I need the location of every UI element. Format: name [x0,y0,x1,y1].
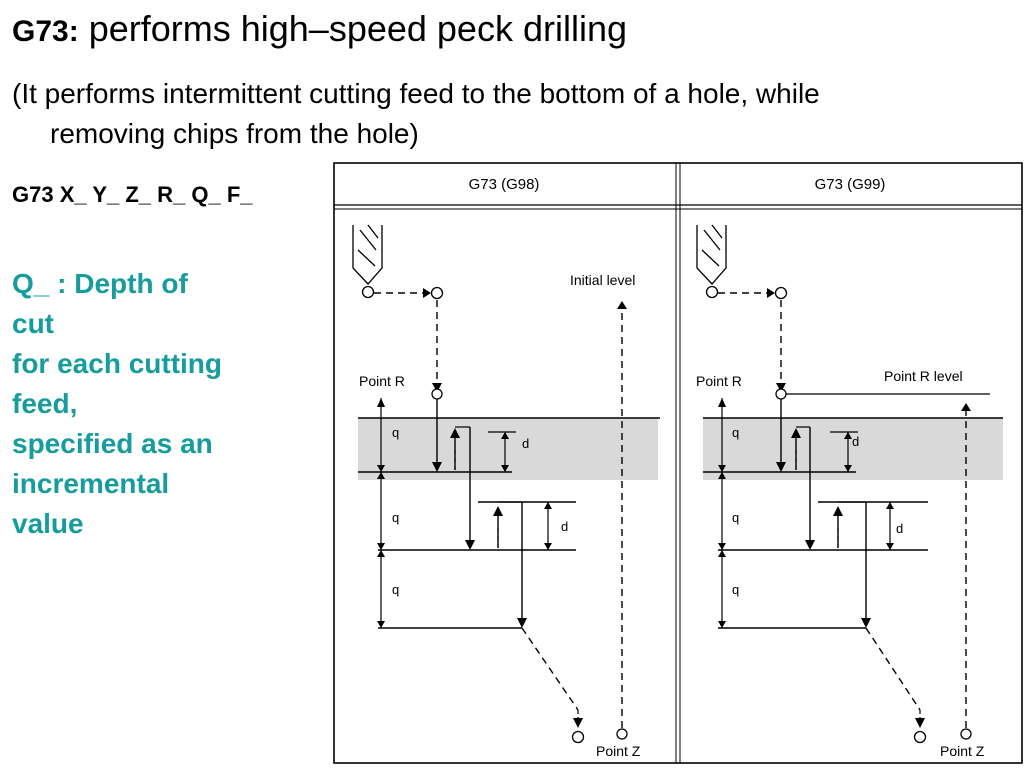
point-z-label: Point Z [596,743,641,759]
subtitle-line-1: (It performs intermittent cutting feed t… [12,78,820,109]
diagram-frame [333,162,1023,764]
right-panel-header: G73 (G99) [815,176,886,193]
q-desc-line: Q_ : Depth of [12,268,188,299]
command-syntax: G73 X_ Y_ Z_ R_ Q_ F_ [12,182,253,207]
point-z-label: Point Z [940,743,985,759]
q-label: q [392,582,399,597]
subtitle-line-2: removing chips from the hole) [50,118,419,149]
q-label: q [732,425,739,440]
q-desc-line: specified as an [12,428,213,459]
q-label: q [732,510,739,525]
initial-level-label: Initial level [570,272,635,288]
shaded-cut-band [703,418,1003,480]
d-label: d [522,436,529,451]
q-label: q [392,425,399,440]
right-panel: Point R Point R level q q q [696,224,1003,759]
q-desc-line: feed, [12,388,78,419]
point-r-label: Point R [359,373,405,389]
title-code: G73: [12,15,79,48]
slide-title: G73: performs high–speed peck drilling [12,8,627,50]
title-text: performs high–speed peck drilling [78,8,627,49]
d-label: d [561,519,568,534]
q-label: q [392,510,399,525]
q-label: q [732,582,739,597]
drill-icon [352,224,383,299]
left-panel-header: G73 (G98) [469,176,540,193]
q-desc-line: cut [12,308,54,339]
q-desc-line: for each cutting [12,348,223,379]
q-parameter-description: Q_ : Depth of cut for each cutting feed,… [12,264,312,544]
point-r-label: Point R [696,373,742,389]
left-panel: Initial level Point R q q q [352,224,660,759]
shaded-cut-band [358,418,658,480]
drill-icon [696,224,727,299]
d-label: d [896,521,903,536]
q-desc-line: value [12,508,84,539]
point-r-level-label: Point R level [884,368,963,384]
slide-subtitle: (It performs intermittent cutting feed t… [12,74,1012,154]
q-desc-line: incremental [12,468,170,499]
d-label: d [852,434,859,449]
